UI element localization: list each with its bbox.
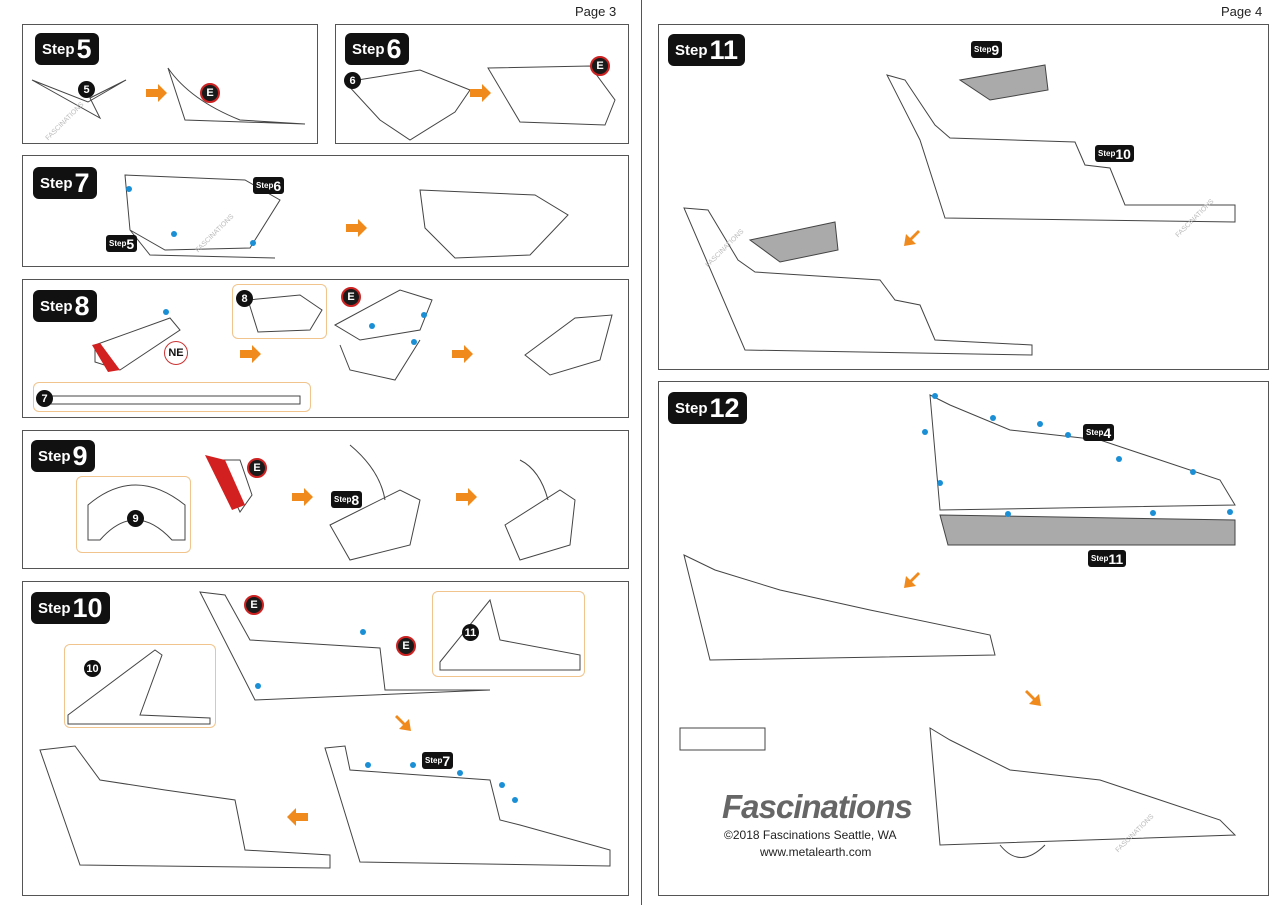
final-model-stand	[999, 844, 1046, 858]
step9-result-drawing	[504, 459, 576, 561]
step-12-panel	[658, 381, 1269, 896]
part-8-drawing	[247, 294, 323, 333]
step-10-panel	[22, 581, 629, 896]
page-number-left: Page 3	[575, 4, 617, 19]
part-9-drawing	[87, 484, 186, 541]
step8-result-drawing	[524, 314, 613, 376]
marker-e: E	[396, 636, 416, 656]
page-number-right: Page 4	[1221, 4, 1263, 19]
marker-e: E	[247, 458, 267, 478]
step11-result-drawing	[683, 207, 1033, 356]
step11-assembly-drawing	[886, 74, 1236, 223]
part-10-inset	[64, 644, 216, 728]
part-number-9: 9	[127, 510, 144, 527]
step5-result-drawing	[167, 67, 306, 125]
red-highlights	[92, 343, 245, 510]
part-8-inset	[232, 284, 327, 339]
part-7-drawing	[44, 395, 301, 405]
marker-e: E	[244, 595, 264, 615]
part-number-5: 5	[78, 81, 95, 98]
part-number-7: 7	[36, 390, 53, 407]
step10-step7-drawing	[324, 745, 611, 867]
part-number-10: 10	[84, 660, 101, 677]
part-6-drawing	[344, 69, 471, 141]
copyright-text: ©2018 Fascinations Seattle, WA	[724, 828, 897, 842]
part-11-drawing	[439, 598, 581, 671]
website-link[interactable]: www.metalearth.com	[760, 845, 872, 859]
step11-result-stand	[748, 221, 839, 263]
part-11-inset	[432, 591, 585, 677]
step12-detail-inset	[679, 727, 766, 751]
step10-result-drawing	[39, 745, 331, 869]
page-divider	[641, 0, 642, 905]
part-7-inset	[33, 382, 311, 412]
part-5-drawing	[31, 79, 127, 120]
step-9-panel	[22, 430, 629, 569]
step12-base-plate	[939, 514, 1236, 546]
step9-assembly-drawing	[329, 444, 421, 561]
part-number-8: 8	[236, 290, 253, 307]
marker-e: E	[341, 287, 361, 307]
marker-ne: NE	[164, 341, 188, 365]
step6-result-drawing	[487, 65, 616, 126]
fascinations-logo: Fascinations	[722, 788, 913, 825]
part-10-drawing	[67, 649, 211, 725]
step10-assembly-drawing	[199, 591, 491, 701]
step11-stand-top	[958, 64, 1049, 101]
step12-result-drawing	[683, 554, 996, 661]
step7-result-drawing	[419, 189, 569, 259]
part-number-6: 6	[344, 72, 361, 89]
step12-assembly-drawing	[929, 394, 1236, 511]
progress-arrows	[146, 84, 1041, 826]
step8-frame-drawing	[94, 317, 181, 371]
final-model-drawing	[929, 727, 1237, 846]
marker-e: E	[590, 56, 610, 76]
part-number-11: 11	[462, 624, 479, 641]
alignment-dots	[126, 186, 1233, 803]
part-9-inset	[76, 476, 191, 553]
marker-e: E	[200, 83, 220, 103]
step-8-panel	[22, 279, 629, 418]
